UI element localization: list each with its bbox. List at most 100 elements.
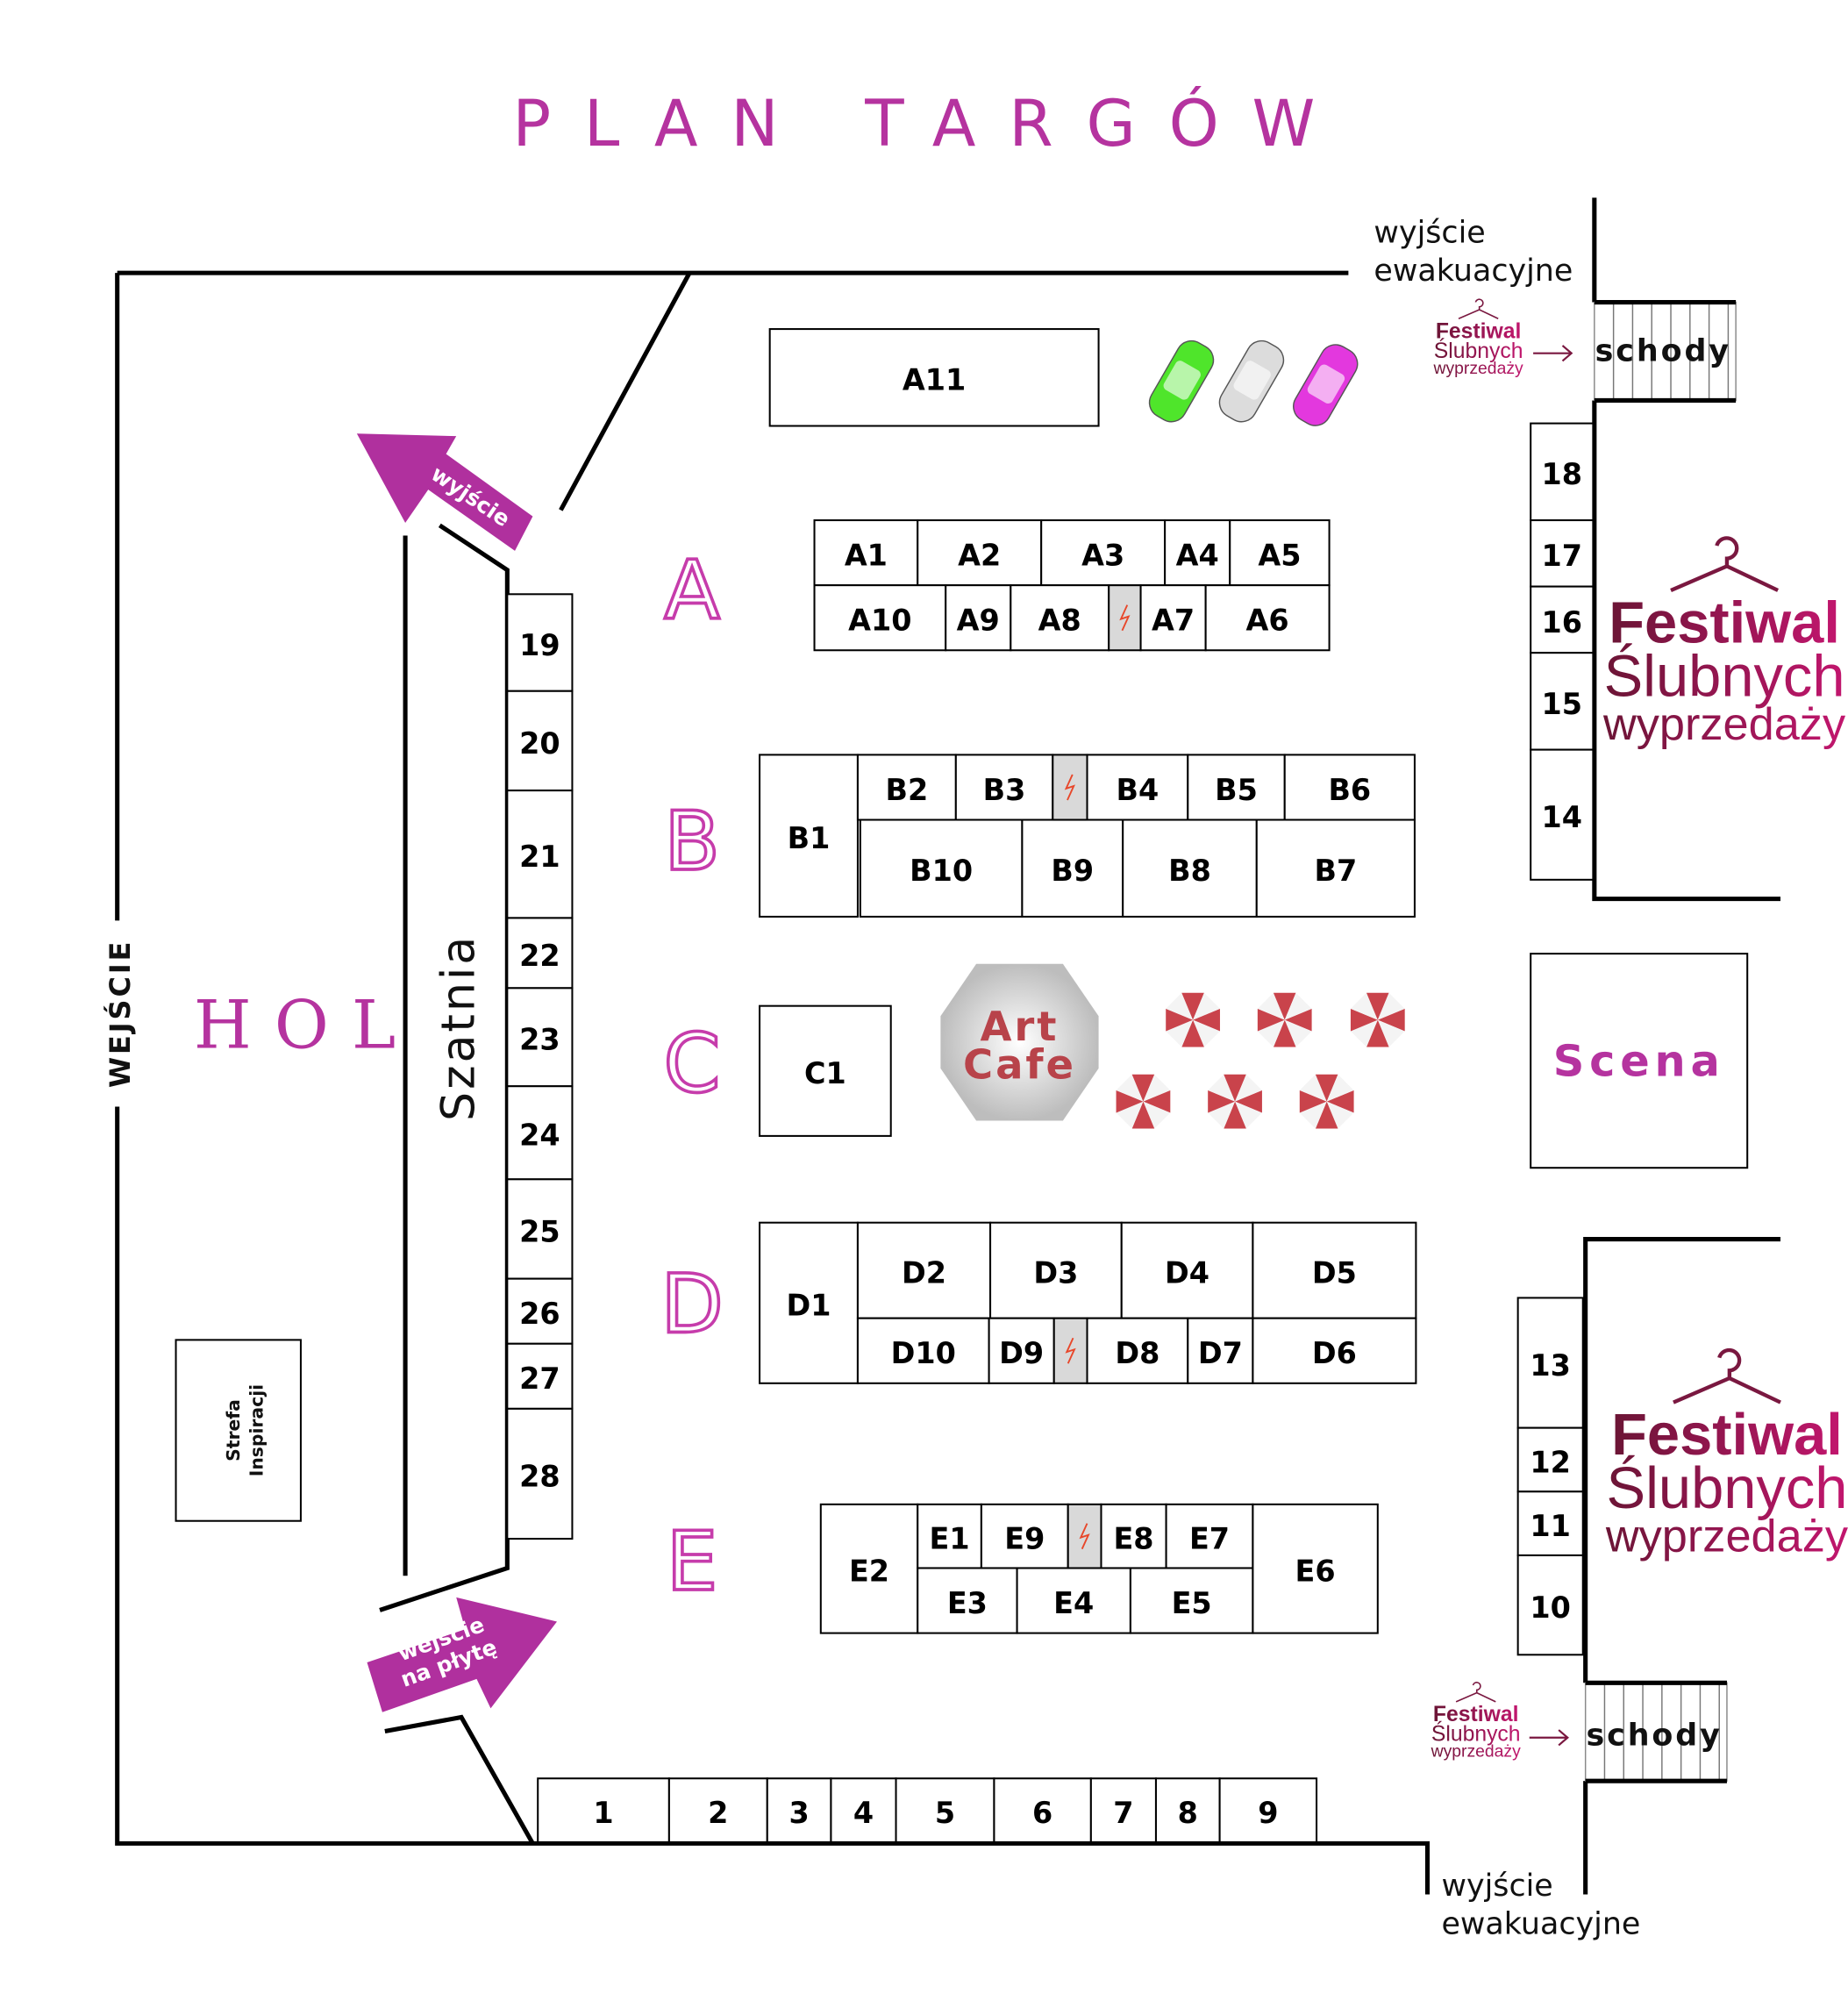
stand-a1[interactable]: A1	[813, 519, 919, 587]
stand-a6[interactable]: A6	[1204, 584, 1331, 652]
stand-d4[interactable]: D4	[1120, 1221, 1254, 1319]
stand-a4[interactable]: A4	[1164, 519, 1231, 587]
stand-a9[interactable]: A9	[945, 584, 1012, 652]
stand-a11[interactable]: A11	[768, 328, 1100, 427]
stand-a8[interactable]: A8	[1010, 584, 1110, 652]
stand-17[interactable]: 17	[1530, 519, 1595, 588]
stand-label: D2	[902, 1256, 946, 1290]
stand-25[interactable]: 25	[506, 1178, 574, 1280]
umbrella-icon	[1257, 992, 1312, 1047]
stand-label: D5	[1312, 1256, 1357, 1290]
logo-line2: Ślubnych	[1431, 1721, 1521, 1746]
stairs-bottom	[1584, 1680, 1728, 1783]
stand-label: A5	[1258, 538, 1301, 572]
stand-label: 9	[1258, 1796, 1278, 1830]
logo-line3: wyprzedaży	[1433, 359, 1523, 378]
stand-e4[interactable]: E4	[1016, 1567, 1131, 1634]
stand-15[interactable]: 15	[1530, 652, 1595, 751]
stand-d3[interactable]: D3	[989, 1221, 1123, 1319]
evac-exit-top-line1: wyjście	[1374, 215, 1485, 250]
stand-14[interactable]: 14	[1530, 748, 1595, 881]
stand-21[interactable]: 21	[506, 790, 574, 919]
stand-e2[interactable]: E2	[819, 1503, 919, 1634]
stand-label: 23	[519, 1023, 560, 1057]
exit-arrow: wyjście	[356, 433, 533, 551]
stand-2[interactable]: 2	[667, 1777, 768, 1843]
stand-e6[interactable]: E6	[1252, 1503, 1379, 1634]
stand-a7[interactable]: A7	[1139, 584, 1207, 652]
stand-d2[interactable]: D2	[856, 1221, 992, 1319]
stand-28[interactable]: 28	[506, 1407, 574, 1540]
inspiration-zone[interactable]: Strefa Inspiracji	[175, 1339, 302, 1522]
stand-24[interactable]: 24	[506, 1085, 574, 1181]
stand-b1[interactable]: B1	[759, 754, 859, 918]
stand-16[interactable]: 16	[1530, 585, 1595, 654]
stand-c1[interactable]: C1	[759, 1004, 892, 1137]
stand-e7[interactable]: E7	[1165, 1503, 1254, 1569]
stand-3[interactable]: 3	[766, 1777, 832, 1843]
stand-d7[interactable]: D7	[1187, 1317, 1254, 1384]
stand-8[interactable]: 8	[1154, 1777, 1221, 1843]
inspiration-label-2: Inspiracji	[246, 1384, 267, 1476]
stand-b8[interactable]: B8	[1122, 818, 1258, 918]
stand-b5[interactable]: B5	[1187, 754, 1286, 821]
cloakroom-label: Szatnia	[432, 934, 486, 1121]
stand-22[interactable]: 22	[506, 917, 574, 990]
stand-6[interactable]: 6	[993, 1777, 1092, 1843]
stand-e5[interactable]: E5	[1129, 1567, 1254, 1634]
stand-e3[interactable]: E3	[917, 1567, 1018, 1634]
stand-e9[interactable]: E9	[980, 1503, 1069, 1569]
stand-b7[interactable]: B7	[1255, 818, 1416, 918]
stand-label: 22	[519, 939, 560, 973]
stand-b9[interactable]: B9	[1021, 818, 1124, 918]
stand-d1[interactable]: D1	[759, 1221, 859, 1384]
stand-a10[interactable]: A10	[813, 584, 947, 652]
stand-9[interactable]: 9	[1218, 1777, 1318, 1843]
cafe-umbrella-icon	[940, 963, 1099, 1121]
stand-a2[interactable]: A2	[917, 519, 1043, 587]
logo-line1: Festiwal	[1433, 1703, 1519, 1726]
stand-label: 21	[519, 840, 560, 874]
stand-a3[interactable]: A3	[1040, 519, 1167, 587]
stand-label: 6	[1032, 1796, 1052, 1830]
stand-b3[interactable]: B3	[954, 754, 1054, 821]
stand-label: B8	[1168, 854, 1211, 888]
stand-label: 27	[519, 1361, 560, 1396]
stand-e8[interactable]: E8	[1100, 1503, 1167, 1569]
stand-10[interactable]: 10	[1516, 1554, 1584, 1656]
stand-d8[interactable]: D8	[1086, 1317, 1189, 1384]
stand-7[interactable]: 7	[1089, 1777, 1157, 1843]
stand-12[interactable]: 12	[1516, 1426, 1584, 1493]
stand-5[interactable]: 5	[895, 1777, 995, 1843]
stand-26[interactable]: 26	[506, 1277, 574, 1345]
stand-e1[interactable]: E1	[917, 1503, 982, 1569]
stand-a5[interactable]: A5	[1229, 519, 1331, 587]
stand-label: E2	[849, 1554, 889, 1589]
stand-label: D1	[787, 1289, 831, 1323]
stand-18[interactable]: 18	[1530, 422, 1595, 522]
stand-d6[interactable]: D6	[1252, 1317, 1417, 1384]
stand-27[interactable]: 27	[506, 1342, 574, 1410]
cafe-umbrellas	[1116, 992, 1405, 1129]
stand-11[interactable]: 11	[1516, 1490, 1584, 1556]
stand-4[interactable]: 4	[830, 1777, 897, 1843]
stand-b10[interactable]: B10	[859, 818, 1024, 918]
stand-d9[interactable]: D9	[988, 1317, 1055, 1384]
stand-label: A1	[845, 538, 888, 572]
stand-d10[interactable]: D10	[856, 1317, 990, 1384]
stand-b4[interactable]: B4	[1086, 754, 1189, 821]
stand-23[interactable]: 23	[506, 987, 574, 1088]
stand-13[interactable]: 13	[1516, 1297, 1584, 1429]
evac-exit-top-line2: ewakuacyjne	[1374, 254, 1573, 289]
stand-1[interactable]: 1	[537, 1777, 670, 1843]
stand-label: 18	[1542, 457, 1583, 491]
stage[interactable]: Scena	[1530, 953, 1749, 1169]
stand-19[interactable]: 19	[506, 593, 574, 692]
stand-b2[interactable]: B2	[856, 754, 957, 821]
stand-d5[interactable]: D5	[1252, 1221, 1417, 1319]
stand-b6[interactable]: B6	[1283, 754, 1416, 821]
stand-20[interactable]: 20	[506, 690, 574, 792]
